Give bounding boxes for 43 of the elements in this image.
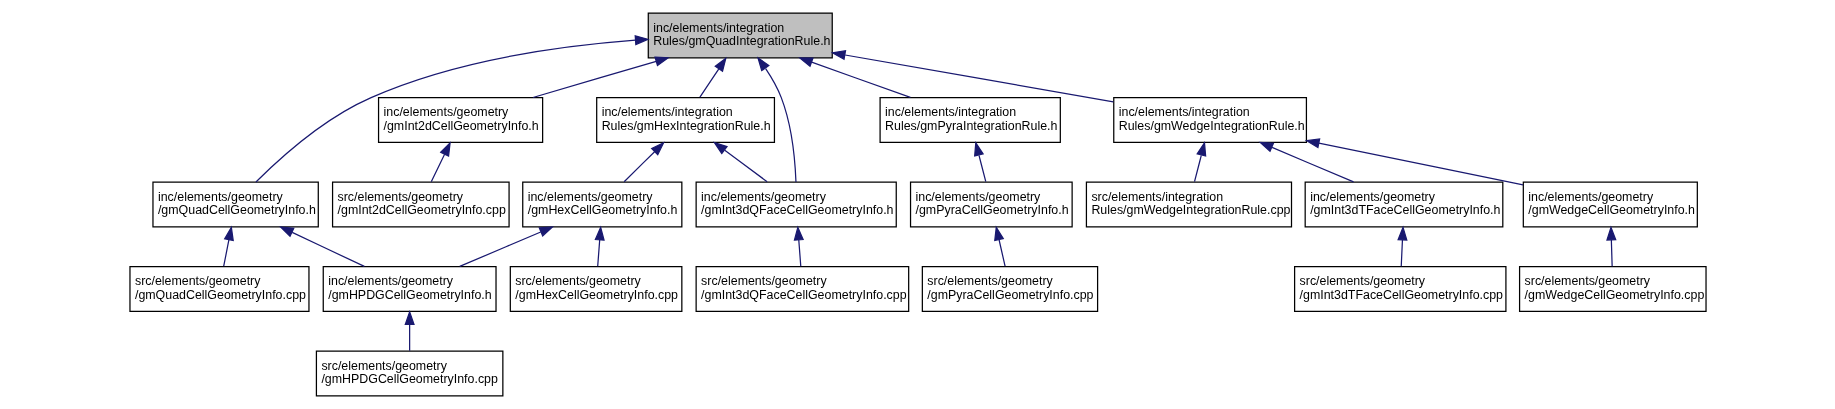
arrow [793, 225, 804, 267]
arrow [1396, 225, 1408, 267]
node-box: inc/elements/geometry /gmWedgeCellGeometryInfo.h [1522, 181, 1698, 228]
node-box: src/elements/geometry /gmHPDGCellGeometryInfo.cpp [315, 350, 503, 397]
node-box: inc/elements/integration Rules/gmQuadIntegrationRule.h [647, 12, 833, 59]
node-box: src/elements/geometry /gmInt2dCellGeometryInfo.cpp [331, 181, 510, 228]
node-box: src/elements/geometry /gmInt3dTFaceCellGeometryInfo.cpp [1293, 266, 1507, 312]
arrow [403, 310, 415, 352]
node-box: src/elements/geometry /gmPyraCellGeometryInfo.cpp [921, 266, 1098, 312]
node-box: inc/elements/geometry /gmInt2dCellGeometryInfo.h [377, 97, 543, 143]
arrow [1605, 225, 1617, 267]
arrow [278, 226, 365, 268]
node-box: inc/elements/geometry /gmPyraCellGeometryInfo.h [909, 181, 1073, 228]
node-box: inc/elements/geometry /gmInt3dQFaceCellGeometryInfo.h [695, 181, 897, 228]
arrow [531, 56, 670, 99]
node-box: src/elements/geometry /gmInt3dQFaceCellGeometryInfo.cpp [695, 266, 909, 312]
arrow [1304, 138, 1524, 186]
arrow [830, 49, 1114, 103]
node-box: inc/elements/integration Rules/gmPyraIntegrationRule.h [878, 97, 1061, 143]
node-box: src/elements/integration Rules/gmWedgeIntegrationRule.cpp [1085, 181, 1292, 228]
node-box: inc/elements/geometry /gmInt3dTFaceCellGeometryInfo.h [1304, 181, 1503, 228]
arrow [1258, 141, 1354, 183]
arrow [797, 57, 911, 99]
arrow [1193, 141, 1206, 183]
arrow [222, 225, 234, 267]
node-box: inc/elements/integration Rules/gmHexIntegrationRule.h [595, 97, 775, 143]
arrow [712, 141, 768, 183]
node-box: src/elements/geometry /gmHexCellGeometryInfo.cpp [509, 266, 682, 312]
arrow [993, 225, 1006, 267]
arrow [458, 226, 554, 268]
node-box: src/elements/geometry /gmQuadCellGeometryInfo.cpp [128, 266, 310, 312]
node-box: inc/elements/geometry /gmHexCellGeometryInfo.h [521, 181, 682, 228]
node-box: src/elements/geometry /gmWedgeCellGeometryInfo.cpp [1518, 266, 1707, 312]
node-box: inc/elements/geometry /gmHPDGCellGeometryInfo.h [322, 266, 497, 312]
arrow [593, 225, 605, 267]
arrow [623, 141, 665, 183]
arrow [698, 56, 727, 98]
arrow [756, 56, 797, 183]
arrow [973, 141, 986, 183]
node-box: inc/elements/geometry /gmQuadCellGeometryInfo.h [151, 181, 319, 228]
node-box: inc/elements/integration Rules/gmWedgeIntegrationRule.h [1112, 97, 1307, 143]
arrow [430, 141, 451, 183]
arrow [254, 35, 650, 183]
